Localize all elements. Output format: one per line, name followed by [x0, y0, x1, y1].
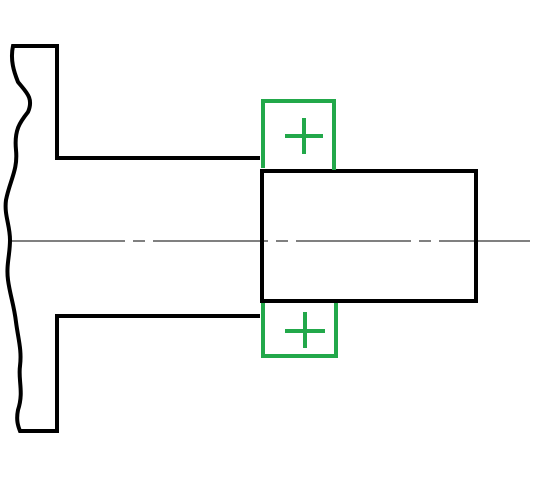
top-weld-box	[261, 99, 336, 170]
bottom-weld-box	[261, 303, 338, 358]
shaft-rectangle	[260, 169, 478, 303]
flange-outline	[3, 44, 260, 433]
